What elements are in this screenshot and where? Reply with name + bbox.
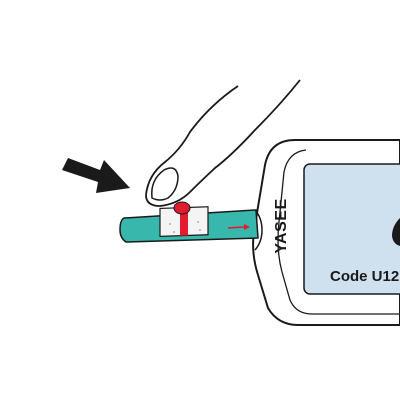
- blood-drop-icon: [173, 201, 191, 215]
- screen-code-label: Code U12: [330, 268, 399, 285]
- brand-label: YASEE: [273, 198, 290, 253]
- screen-drop-icon: [392, 218, 400, 246]
- arrow-icon: [62, 158, 130, 193]
- test-strip: [119, 205, 259, 243]
- finger-icon: [145, 79, 301, 207]
- meter-screen: [303, 163, 400, 295]
- glucose-meter: [252, 139, 400, 326]
- insert-arrow-icon: [227, 224, 250, 230]
